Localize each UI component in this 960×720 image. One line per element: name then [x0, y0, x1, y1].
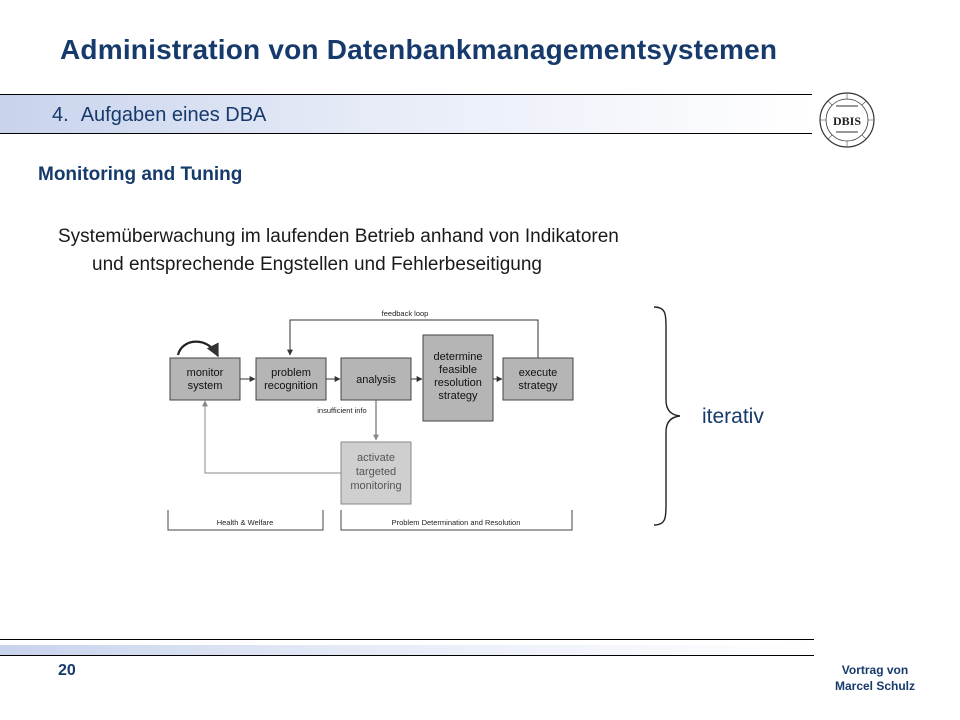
- box-execute-label-1: execute: [519, 367, 558, 379]
- bracket-problem-determination: [340, 510, 573, 531]
- subtitle: Monitoring and Tuning: [38, 164, 243, 185]
- body-line-2: und entsprechende Engstellen und Fehlerb…: [92, 254, 542, 275]
- svg-text:monitor: monitor: [187, 367, 224, 379]
- footer-band: [0, 645, 814, 656]
- svg-text:analysis: analysis: [356, 374, 396, 386]
- box-monitor-system: [169, 357, 241, 401]
- page-number: 20: [58, 662, 76, 679]
- svg-text:strategy: strategy: [518, 380, 558, 392]
- presenter-credit: Vortrag von Marcel Schulz: [830, 662, 920, 694]
- box-analysis-label: analysis: [356, 374, 396, 386]
- insufficient-info-label: insufficient info: [317, 406, 366, 415]
- feedback-loop-label: feedback loop: [382, 309, 429, 318]
- feedback-loop-line: [287, 319, 539, 358]
- iterative-brace: [653, 306, 681, 526]
- bracket-problem-determination-label: Problem Determination and Resolution: [392, 518, 521, 527]
- box-determine-strategy: [422, 334, 494, 422]
- presenter-line-1: Vortrag von: [841, 663, 909, 677]
- slide-title: Administration von Datenbankmanagementsy…: [60, 34, 778, 65]
- logo-lettering: DBIS: [833, 114, 861, 128]
- svg-text:resolution: resolution: [434, 377, 482, 389]
- dbis-logo-icon: DBIS: [819, 92, 875, 148]
- box-determine-label-4: strategy: [438, 390, 478, 402]
- svg-text:activate: activate: [357, 452, 395, 464]
- svg-text:problem: problem: [271, 367, 311, 379]
- svg-text:execute: execute: [519, 367, 558, 379]
- svg-text:monitoring: monitoring: [350, 480, 401, 492]
- section-header-band: [0, 94, 812, 134]
- box-activate-label-1: activate: [357, 452, 395, 464]
- body-line-1: Systemüberwachung im laufenden Betrieb a…: [58, 226, 619, 247]
- svg-text:targeted: targeted: [356, 466, 396, 478]
- body-text: Systemüberwachung im laufenden Betrieb a…: [58, 223, 832, 279]
- bracket-health-welfare-label: Health & Welfare: [217, 518, 274, 527]
- svg-text:feasible: feasible: [439, 364, 477, 376]
- self-loop-arrow: [176, 340, 219, 358]
- section-title: 4. Aufgaben eines DBA: [52, 104, 266, 127]
- svg-text:recognition: recognition: [264, 380, 318, 392]
- presenter-line-2: Marcel Schulz: [834, 679, 916, 693]
- svg-text:strategy: strategy: [438, 390, 478, 402]
- iterativ-label: iterativ: [702, 405, 764, 428]
- box-monitor-label-2: system: [188, 380, 223, 392]
- box-problem-label-1: problem: [271, 367, 311, 379]
- box-activate-label-3: monitoring: [350, 480, 401, 492]
- bracket-health-welfare: [167, 510, 324, 531]
- svg-text:system: system: [188, 380, 223, 392]
- box-problem-label-2: recognition: [264, 380, 318, 392]
- box-monitor-label-1: monitor: [187, 367, 224, 379]
- svg-text:determine: determine: [434, 351, 483, 363]
- box-determine-label-3: resolution: [434, 377, 482, 389]
- section-number: 4.: [52, 104, 69, 126]
- box-determine-label-2: feasible: [439, 364, 477, 376]
- arrow-activate-to-monitor: [202, 400, 341, 474]
- footer-divider: [0, 639, 814, 640]
- box-determine-label-1: determine: [434, 351, 483, 363]
- box-execute-strategy: [502, 357, 574, 401]
- monitoring-process-diagram: feedback loop monitor system problem rec…: [167, 309, 574, 531]
- box-activate-label-2: targeted: [356, 466, 396, 478]
- box-execute-label-2: strategy: [518, 380, 558, 392]
- box-problem-recognition: [255, 357, 327, 401]
- section-title-text: Aufgaben eines DBA: [80, 104, 267, 126]
